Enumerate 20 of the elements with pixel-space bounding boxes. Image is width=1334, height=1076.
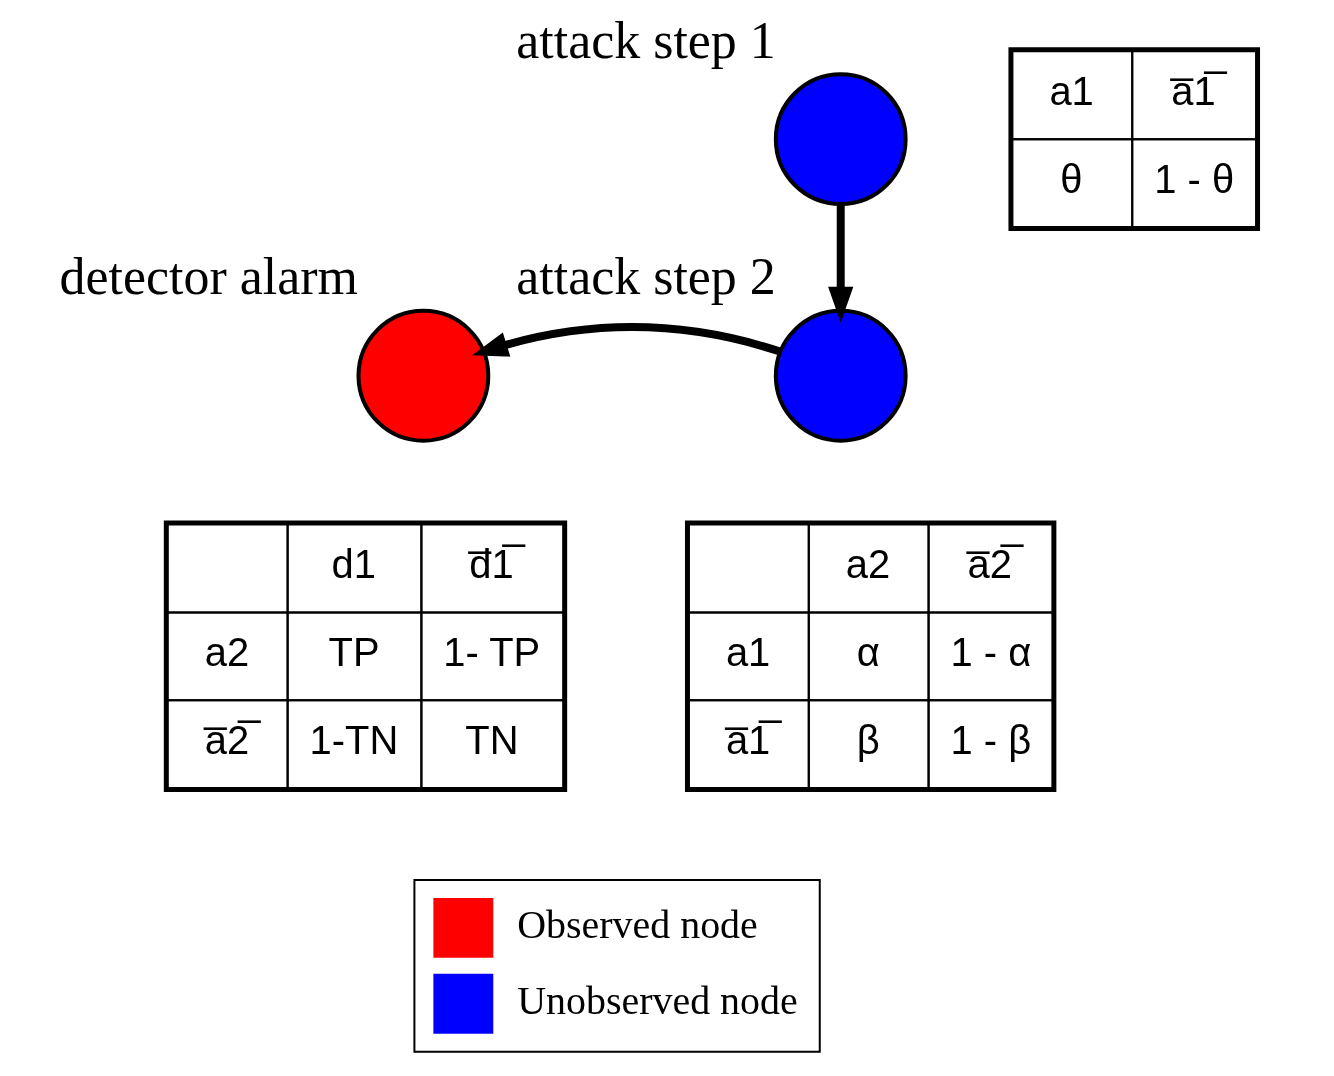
label: α (856, 630, 880, 675)
legend-label: Observed node (516, 901, 758, 947)
label: 1- TP (442, 630, 540, 675)
node-label: attack step 1 (515, 11, 776, 69)
label: TP (328, 630, 380, 675)
label: a1 (1048, 69, 1094, 114)
label: a1 (725, 630, 770, 675)
legend-label: Unobserved node (516, 977, 798, 1023)
label: 1 - α (950, 630, 1031, 675)
label: θ (1059, 157, 1083, 202)
node-label: detector alarm (59, 248, 358, 306)
label: 1-TN (309, 718, 398, 763)
label: d1 (331, 542, 376, 587)
label: 1 - β (950, 718, 1031, 763)
label: a2 (845, 542, 890, 587)
label: TN (464, 718, 519, 763)
label: a2 (204, 630, 249, 675)
node-label: attack step 2 (515, 248, 776, 306)
label: 1 - θ (1153, 157, 1234, 202)
label: β (856, 718, 880, 763)
